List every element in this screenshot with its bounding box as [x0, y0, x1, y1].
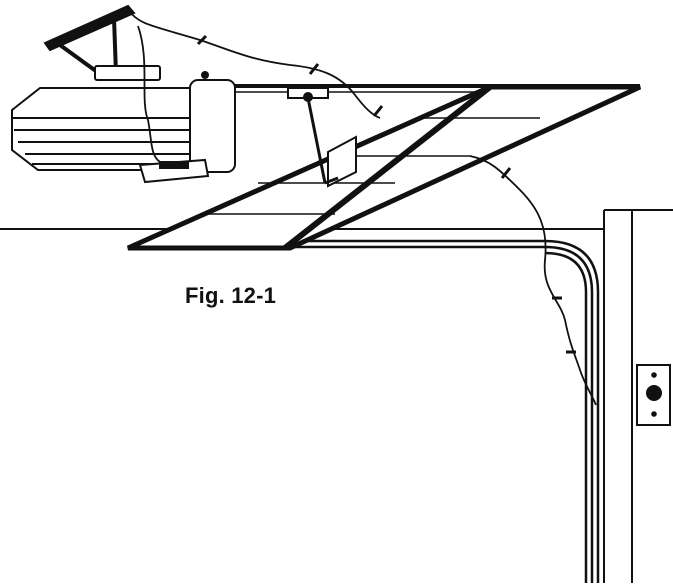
figure-caption: Fig. 12-1 [185, 283, 277, 308]
sensor-wire-icon [128, 10, 596, 405]
wall-switch-icon [637, 365, 670, 425]
opener-rail [195, 86, 640, 92]
door-track-icon [290, 241, 598, 583]
door-frame [604, 210, 673, 583]
door-arm [288, 88, 356, 186]
garage-door-opener-icon [12, 6, 235, 182]
